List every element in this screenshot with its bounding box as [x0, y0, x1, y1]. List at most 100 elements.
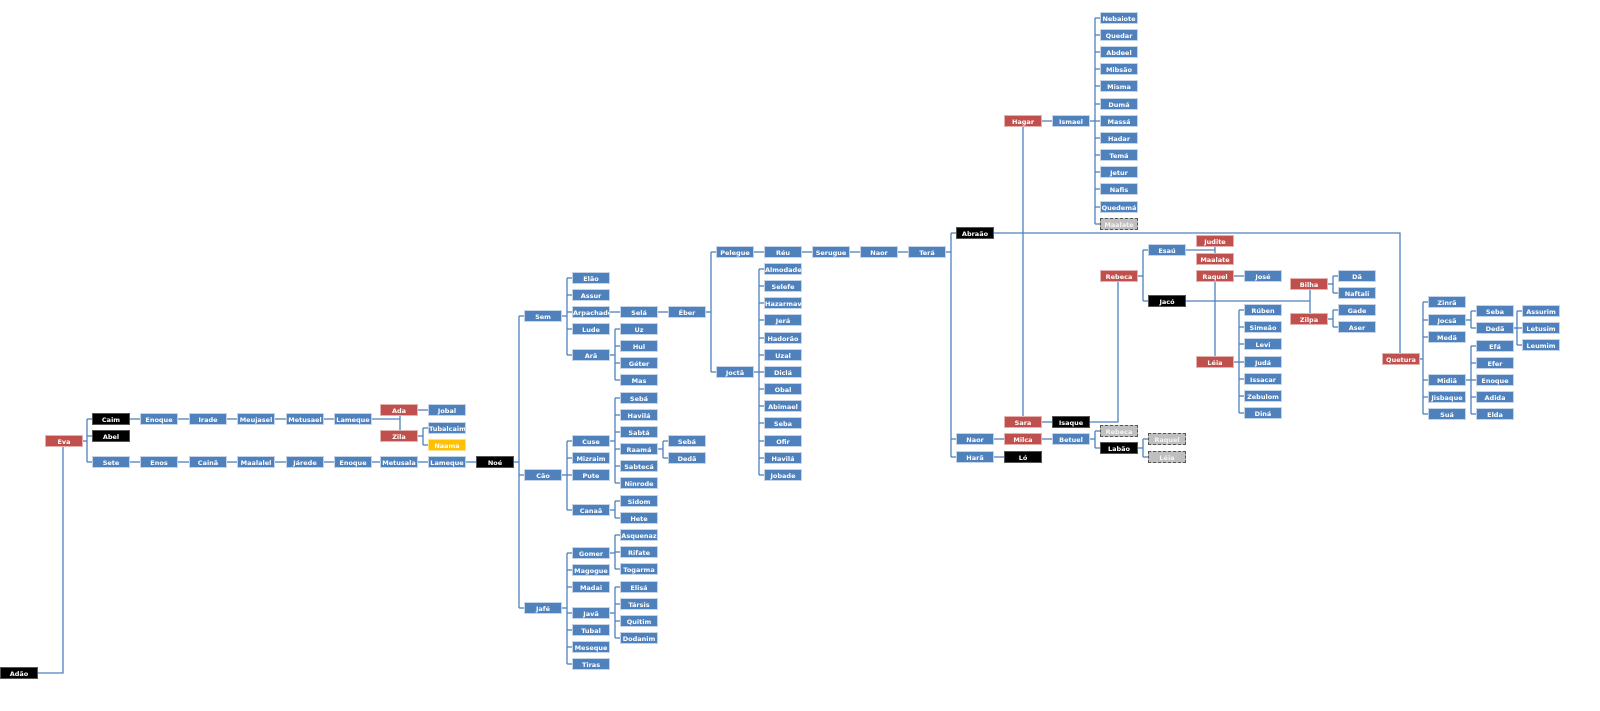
person-assur[interactable]: Assur [572, 289, 610, 301]
person-togarma[interactable]: Togarma [620, 563, 658, 575]
person-cuse[interactable]: Cuse [572, 435, 610, 447]
person-jose[interactable]: José [1244, 270, 1282, 282]
person-simeao[interactable]: Simeão [1244, 321, 1282, 333]
person-eber[interactable]: Éber [668, 306, 706, 318]
person-meda[interactable]: Medã [1428, 331, 1466, 343]
person-gade[interactable]: Gade [1338, 304, 1376, 316]
person-zebulom[interactable]: Zebulom [1244, 390, 1282, 402]
person-leia[interactable]: Léia [1196, 356, 1234, 368]
person-metusael[interactable]: Metusael [286, 413, 324, 425]
person-da[interactable]: Dã [1338, 270, 1376, 282]
person-jocta[interactable]: Joctã [716, 366, 754, 378]
person-milca[interactable]: Milca [1004, 433, 1042, 445]
person-hara[interactable]: Harã [956, 451, 994, 463]
person-uz[interactable]: Uz [620, 323, 658, 335]
person-hadorao[interactable]: Hadorão [764, 332, 802, 344]
person-canaa[interactable]: Canaã [572, 504, 610, 516]
person-reu[interactable]: Réu [764, 246, 802, 258]
person-enos[interactable]: Enos [140, 456, 178, 468]
person-duma[interactable]: Dumá [1100, 98, 1138, 110]
person-havila2[interactable]: Havilá [620, 409, 658, 421]
person-isaque[interactable]: Isaque [1052, 416, 1090, 428]
person-uzal[interactable]: Uzal [764, 349, 802, 361]
person-tema[interactable]: Temá [1100, 149, 1138, 161]
person-lo[interactable]: Ló [1004, 451, 1042, 463]
person-ofir[interactable]: Ofir [764, 435, 802, 447]
person-seba4[interactable]: Seba [1476, 305, 1514, 317]
person-ara[interactable]: Arã [572, 349, 610, 361]
person-arpachade[interactable]: Arpachade [572, 306, 610, 318]
person-esau[interactable]: Esaú [1148, 244, 1186, 256]
person-seba3[interactable]: Sebá [668, 435, 706, 447]
person-abel[interactable]: Abel [92, 430, 130, 442]
person-juda[interactable]: Judá [1244, 356, 1282, 368]
person-geter[interactable]: Géter [620, 357, 658, 369]
person-caina[interactable]: Cainã [189, 456, 227, 468]
person-quedar[interactable]: Quedar [1100, 29, 1138, 41]
person-leia-ref[interactable]: Léia [1148, 451, 1186, 463]
person-efer[interactable]: Efer [1476, 357, 1514, 369]
person-misma[interactable]: Misma [1100, 80, 1138, 92]
person-hete[interactable]: Hete [620, 512, 658, 524]
person-maalate2[interactable]: Maalate [1196, 253, 1234, 265]
person-mibsao[interactable]: Mibsão [1100, 63, 1138, 75]
person-ada[interactable]: Ada [380, 404, 418, 416]
person-adao[interactable]: Adão [0, 667, 38, 679]
person-leumim[interactable]: Leumim [1522, 339, 1560, 351]
person-tubal[interactable]: Tubal [572, 624, 610, 636]
person-raquel-ref[interactable]: Raquel [1148, 433, 1186, 445]
person-jaco[interactable]: Jacó [1148, 295, 1186, 307]
person-ninrode[interactable]: Ninrode [620, 477, 658, 489]
person-jera[interactable]: Jerá [764, 314, 802, 326]
person-pute[interactable]: Pute [572, 469, 610, 481]
person-nafis[interactable]: Nafis [1100, 183, 1138, 195]
person-asquenaz[interactable]: Asquenaz [620, 529, 658, 541]
person-caim[interactable]: Caim [92, 413, 130, 425]
person-metusala[interactable]: Metusala [380, 456, 418, 468]
person-selefe[interactable]: Selefe [764, 280, 802, 292]
person-midia[interactable]: Midiã [1428, 374, 1466, 386]
person-raama[interactable]: Raamá [620, 443, 658, 455]
person-enoque3[interactable]: Enoque [1476, 374, 1514, 386]
person-serugue[interactable]: Serugue [812, 246, 850, 258]
person-sabteca[interactable]: Sabtecá [620, 460, 658, 472]
person-quetura[interactable]: Quetura [1382, 353, 1420, 365]
person-abdeel[interactable]: Abdeel [1100, 46, 1138, 58]
person-maalate1[interactable]: Maalate [1100, 218, 1138, 230]
person-dina[interactable]: Diná [1244, 407, 1282, 419]
person-tarsis[interactable]: Társis [620, 598, 658, 610]
person-abraao[interactable]: Abraão [956, 227, 994, 239]
person-obal[interactable]: Obal [764, 383, 802, 395]
person-hadar[interactable]: Hadar [1100, 132, 1138, 144]
person-dicla[interactable]: Diclá [764, 366, 802, 378]
person-sem[interactable]: Sem [524, 310, 562, 322]
person-eva[interactable]: Eva [45, 435, 83, 447]
person-bilha[interactable]: Bilha [1290, 278, 1328, 290]
person-java[interactable]: Javã [572, 607, 610, 619]
person-ismael[interactable]: Ismael [1052, 115, 1090, 127]
person-jisbaque[interactable]: Jisbaque [1428, 391, 1466, 403]
person-zinra[interactable]: Zinrã [1428, 296, 1466, 308]
person-enoque1[interactable]: Enoque [140, 413, 178, 425]
person-jobal[interactable]: Jobal [428, 404, 466, 416]
person-hazarmavete[interactable]: Hazarmavete [764, 297, 802, 309]
person-meujasel[interactable]: Meujasel [237, 413, 275, 425]
person-levi[interactable]: Levi [1244, 338, 1282, 350]
person-magogue[interactable]: Magogue [572, 564, 610, 576]
person-lameque1[interactable]: Lameque [334, 413, 372, 425]
person-rifate[interactable]: Rifate [620, 546, 658, 558]
person-lude[interactable]: Lude [572, 323, 610, 335]
person-rebeca-ref[interactable]: Rebeca [1100, 425, 1138, 437]
person-irade[interactable]: Irade [189, 413, 227, 425]
person-quedema[interactable]: Quedemá [1100, 201, 1138, 213]
person-sara[interactable]: Sara [1004, 416, 1042, 428]
person-zilpa[interactable]: Zilpa [1290, 313, 1328, 325]
person-mas[interactable]: Mas [620, 374, 658, 386]
person-sabta[interactable]: Sabtá [620, 426, 658, 438]
person-sua[interactable]: Suá [1428, 408, 1466, 420]
person-zila[interactable]: Zila [380, 430, 418, 442]
person-jafe[interactable]: Jafé [524, 602, 562, 614]
person-elao[interactable]: Elão [572, 272, 610, 284]
person-seba2[interactable]: Sebá [620, 392, 658, 404]
person-almodade[interactable]: Almodade [764, 263, 802, 275]
